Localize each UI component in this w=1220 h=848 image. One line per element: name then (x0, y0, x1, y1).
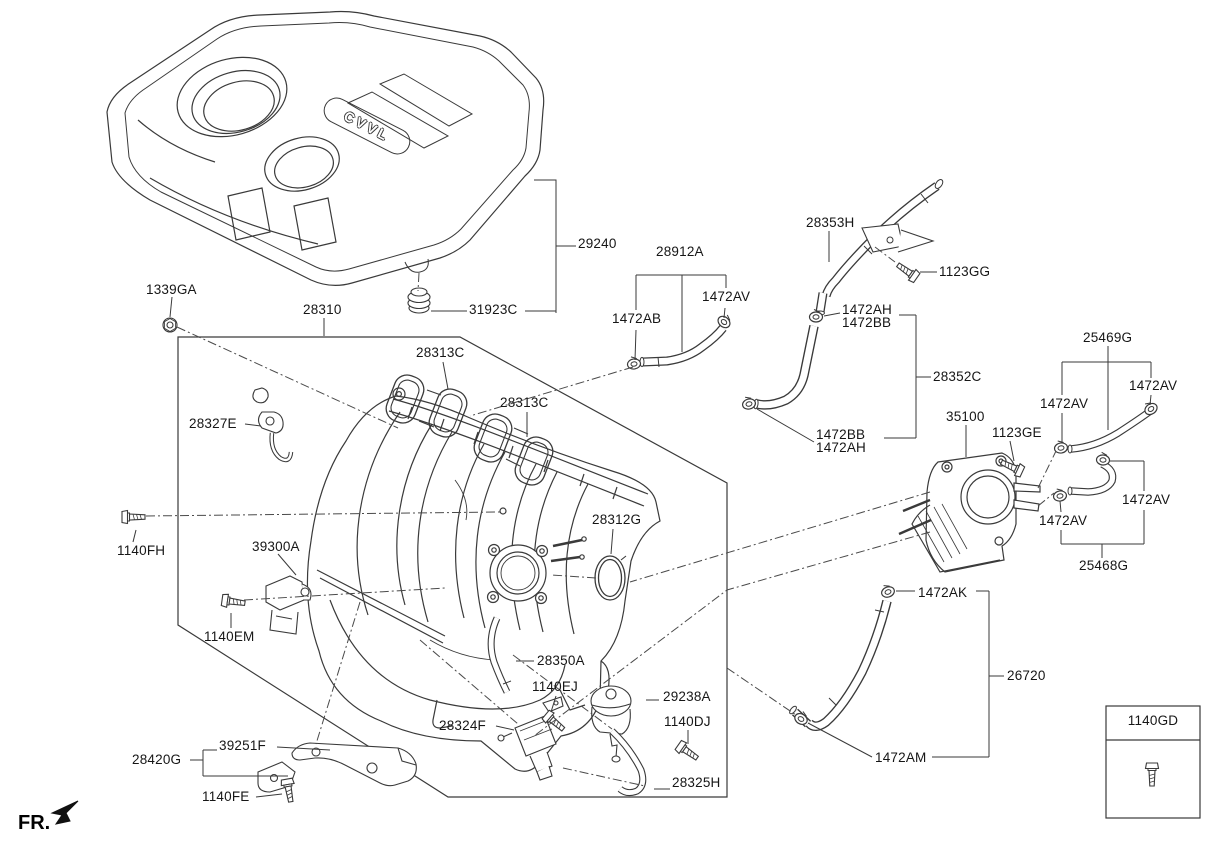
hose-28350a-drawing[interactable] (487, 616, 512, 694)
part-label-1140ej-12[interactable]: 1140EJ (532, 679, 578, 694)
part-label-1472ab-21[interactable]: 1472AB (612, 311, 662, 326)
actuator-29238a-drawing[interactable] (590, 685, 632, 763)
part-label-28352c-27[interactable]: 28352C (933, 369, 982, 384)
manifold-group-box (177, 336, 728, 798)
part-label-39251f-18[interactable]: 39251F (219, 738, 266, 753)
part-label-29238a-14[interactable]: 29238A (663, 689, 711, 704)
part-label-28313c-5[interactable]: 28313C (500, 395, 549, 410)
part-label-28353h-23[interactable]: 28353H (806, 215, 855, 230)
phantom-lines (145, 246, 1057, 787)
part-label-25469g-32[interactable]: 25469G (1083, 330, 1133, 345)
part-label-1472bb-28[interactable]: 1472BB (816, 427, 866, 442)
part-label-1140gd[interactable]: 1140GD (1127, 713, 1179, 728)
sensor-39300a-drawing[interactable] (265, 575, 312, 635)
part-label-1472av-34[interactable]: 1472AV (1129, 378, 1178, 393)
pipe-28353h-drawing[interactable] (815, 178, 945, 316)
part-label-28313c-4[interactable]: 28313C (416, 345, 465, 360)
hose-25469g-drawing[interactable] (1067, 408, 1152, 454)
part-label-1472am-40[interactable]: 1472AM (875, 750, 927, 765)
part-label-1472ah-29[interactable]: 1472AH (816, 440, 866, 455)
part-label-1472av-36[interactable]: 1472AV (1039, 513, 1088, 528)
part-label-28312g-10[interactable]: 28312G (592, 512, 642, 527)
part-label-31923c-3[interactable]: 31923C (469, 302, 518, 317)
part-label-1472av-35[interactable]: 1472AV (1122, 492, 1171, 507)
part-label-1140em-9[interactable]: 1140EM (204, 629, 255, 644)
hose-26720-drawing[interactable] (788, 599, 892, 731)
part-label-1472av-22[interactable]: 1472AV (702, 289, 751, 304)
cover-stripe (346, 91, 450, 149)
part-label-28327e-6[interactable]: 28327E (189, 416, 237, 431)
hose-25468g-drawing[interactable] (1067, 460, 1117, 496)
part-label-28324f-13[interactable]: 28324F (439, 718, 486, 733)
gasket-28313c-drawing[interactable] (381, 370, 558, 490)
part-label-1123ge-31[interactable]: 1123GE (992, 425, 1042, 440)
part-label-1140fe-19[interactable]: 1140FE (202, 789, 250, 804)
part-label-35100-30[interactable]: 35100 (946, 409, 985, 424)
engine-cover-drawing[interactable] (106, 10, 545, 286)
part-label-1140dj-15[interactable]: 1140DJ (664, 714, 711, 729)
part-label-1339ga-0[interactable]: 1339GA (146, 282, 197, 297)
fr-direction-arrow-icon (50, 800, 79, 825)
part-label-1472bb-26[interactable]: 1472BB (842, 315, 892, 330)
bracket-39251f-drawing[interactable] (257, 742, 417, 793)
part-label-39300a-8[interactable]: 39300A (252, 539, 300, 554)
part-label-1472ak-38[interactable]: 1472AK (918, 585, 968, 600)
valve-28327e-drawing[interactable] (252, 387, 294, 463)
part-label-1472av-33[interactable]: 1472AV (1040, 396, 1089, 411)
part-label-28350a-11[interactable]: 28350A (537, 653, 585, 668)
part-label-1472ah-25[interactable]: 1472AH (842, 302, 892, 317)
throttle-body-35100-drawing[interactable] (898, 452, 1041, 573)
part-label-1123gg-24[interactable]: 1123GG (939, 264, 991, 279)
cover-stripe (378, 73, 474, 127)
part-label-28912a-20[interactable]: 28912A (656, 244, 704, 259)
leader-lines (132, 179, 1152, 798)
part-label-28325h-16[interactable]: 28325H (672, 775, 721, 790)
intake-manifold-drawing[interactable] (306, 387, 661, 772)
grommet-31923c-drawing[interactable] (407, 287, 431, 314)
part-label-25468g-37[interactable]: 25468G (1079, 558, 1129, 573)
fr-direction-label: FR. (18, 812, 51, 834)
hose-28352c-drawing[interactable] (753, 325, 819, 410)
legend-box (1105, 705, 1201, 819)
part-label-28420g-17[interactable]: 28420G (132, 752, 182, 767)
nut-1339ga-drawing[interactable] (162, 317, 178, 333)
part-label-1140fh-7[interactable]: 1140FH (117, 543, 166, 558)
part-label-28310-2[interactable]: 28310 (303, 302, 342, 317)
part-label-26720-39[interactable]: 26720 (1007, 668, 1046, 683)
part-label-29240-1[interactable]: 29240 (578, 236, 617, 251)
hose-28325h-drawing[interactable] (609, 728, 647, 797)
